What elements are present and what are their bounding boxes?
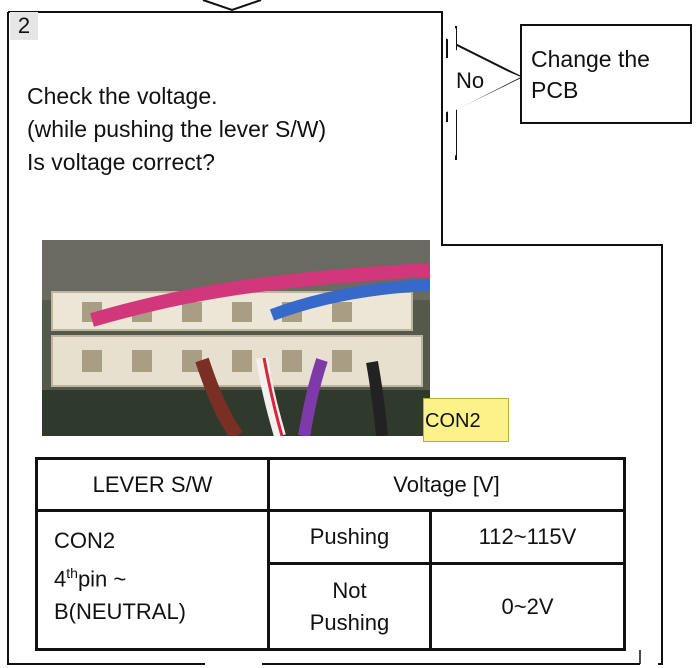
incoming-arrow — [202, 0, 262, 12]
header-lever-sw: LEVER S/W — [35, 457, 270, 512]
question-line-1: Check the voltage. — [27, 83, 218, 109]
action-box — [520, 24, 692, 124]
pin-line-1: CON2 — [54, 528, 116, 553]
step-box-outline — [7, 11, 663, 665]
voltage-pushing: 112~115V — [428, 509, 627, 565]
no-arrow-shape — [444, 28, 521, 156]
connector-photo — [42, 240, 430, 436]
no-branch-label: No — [456, 68, 485, 93]
state-not-pushing: Not Pushing — [267, 562, 432, 651]
connector-photo-illustration — [42, 240, 430, 436]
pin-description-cell: CON2 4thpin ~ B(NEUTRAL) — [35, 509, 270, 651]
question-line-2: (while pushing the lever S/W) — [27, 116, 327, 142]
voltage-not-pushing: 0~2V — [428, 562, 627, 651]
state-not-pushing-line-2: Pushing — [309, 609, 390, 635]
pin-line-2: 4thpin ~ — [54, 557, 267, 595]
pin-ordinal-suffix: th — [66, 565, 78, 581]
action-line-1: Change the — [531, 46, 650, 72]
pin-line-2-rest: pin ~ — [77, 566, 127, 592]
step-number: 2 — [10, 12, 38, 40]
action-line-2: PCB — [531, 77, 579, 103]
state-not-pushing-line-1: Not — [332, 577, 367, 603]
voltage-spec-table: LEVER S/W Voltage [V] CON2 4thpin ~ B(NE… — [35, 457, 627, 651]
pin-line-3: B(NEUTRAL) — [54, 599, 187, 625]
question-line-3: Is voltage correct? — [27, 149, 215, 175]
state-pushing: Pushing — [267, 509, 432, 565]
con2-label: CON2 — [423, 398, 509, 442]
header-voltage: Voltage [V] — [266, 457, 627, 512]
pin-number: 4 — [54, 566, 67, 592]
